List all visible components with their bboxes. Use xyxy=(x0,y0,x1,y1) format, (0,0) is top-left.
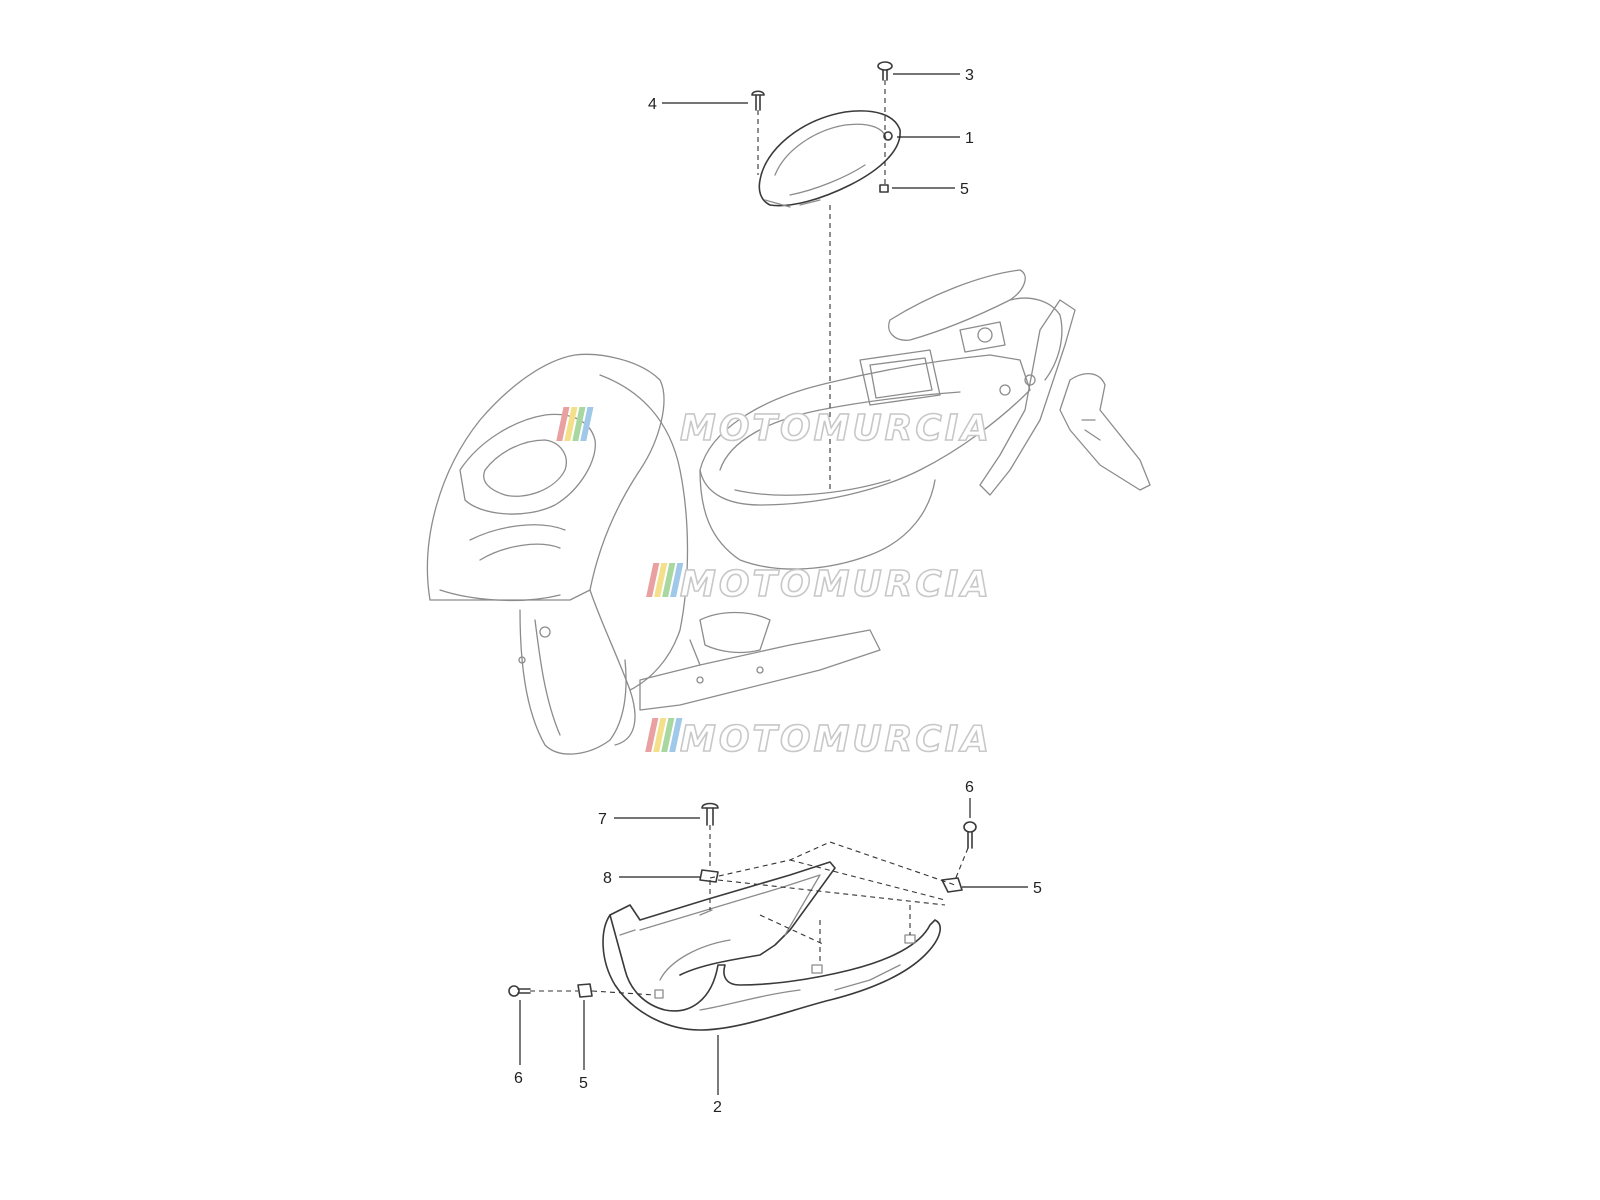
callout-1: 1 xyxy=(965,130,974,147)
callout-5-left: 5 xyxy=(579,1075,588,1092)
part-1-seat-cowl xyxy=(758,110,901,208)
part-5-clip-left xyxy=(577,983,593,998)
callout-4: 4 xyxy=(648,96,657,113)
callout-6-left: 6 xyxy=(514,1070,523,1087)
callout-7: 7 xyxy=(598,811,607,828)
part-2-lower-cover xyxy=(602,861,941,1031)
scooter-body-drawing xyxy=(426,269,1151,755)
part-6-screw-right xyxy=(963,821,977,849)
part-7-screw xyxy=(701,802,719,826)
callout-8: 8 xyxy=(603,870,612,887)
watermark-1: MOTOMURCIA xyxy=(556,407,992,450)
callout-5-right: 5 xyxy=(1033,880,1042,897)
part-5-clip-right xyxy=(941,877,963,893)
part-6-screw-left xyxy=(508,985,531,997)
part-5-clip-top xyxy=(879,184,889,193)
callout-3: 3 xyxy=(965,67,974,84)
callout-5-top: 5 xyxy=(960,181,969,198)
watermark-text-3: MOTOMURCIA xyxy=(680,719,992,760)
callout-6-right: 6 xyxy=(965,779,974,796)
part-8-clip xyxy=(699,869,719,883)
part-3-screw xyxy=(877,61,893,81)
part-4-screw xyxy=(751,90,765,111)
watermark-text-1: MOTOMURCIA xyxy=(680,408,992,449)
watermark-2: MOTOMURCIA xyxy=(646,563,992,606)
watermark-text-2: MOTOMURCIA xyxy=(680,564,992,605)
watermark-3: MOTOMURCIA xyxy=(645,718,992,761)
callout-2: 2 xyxy=(713,1099,722,1116)
